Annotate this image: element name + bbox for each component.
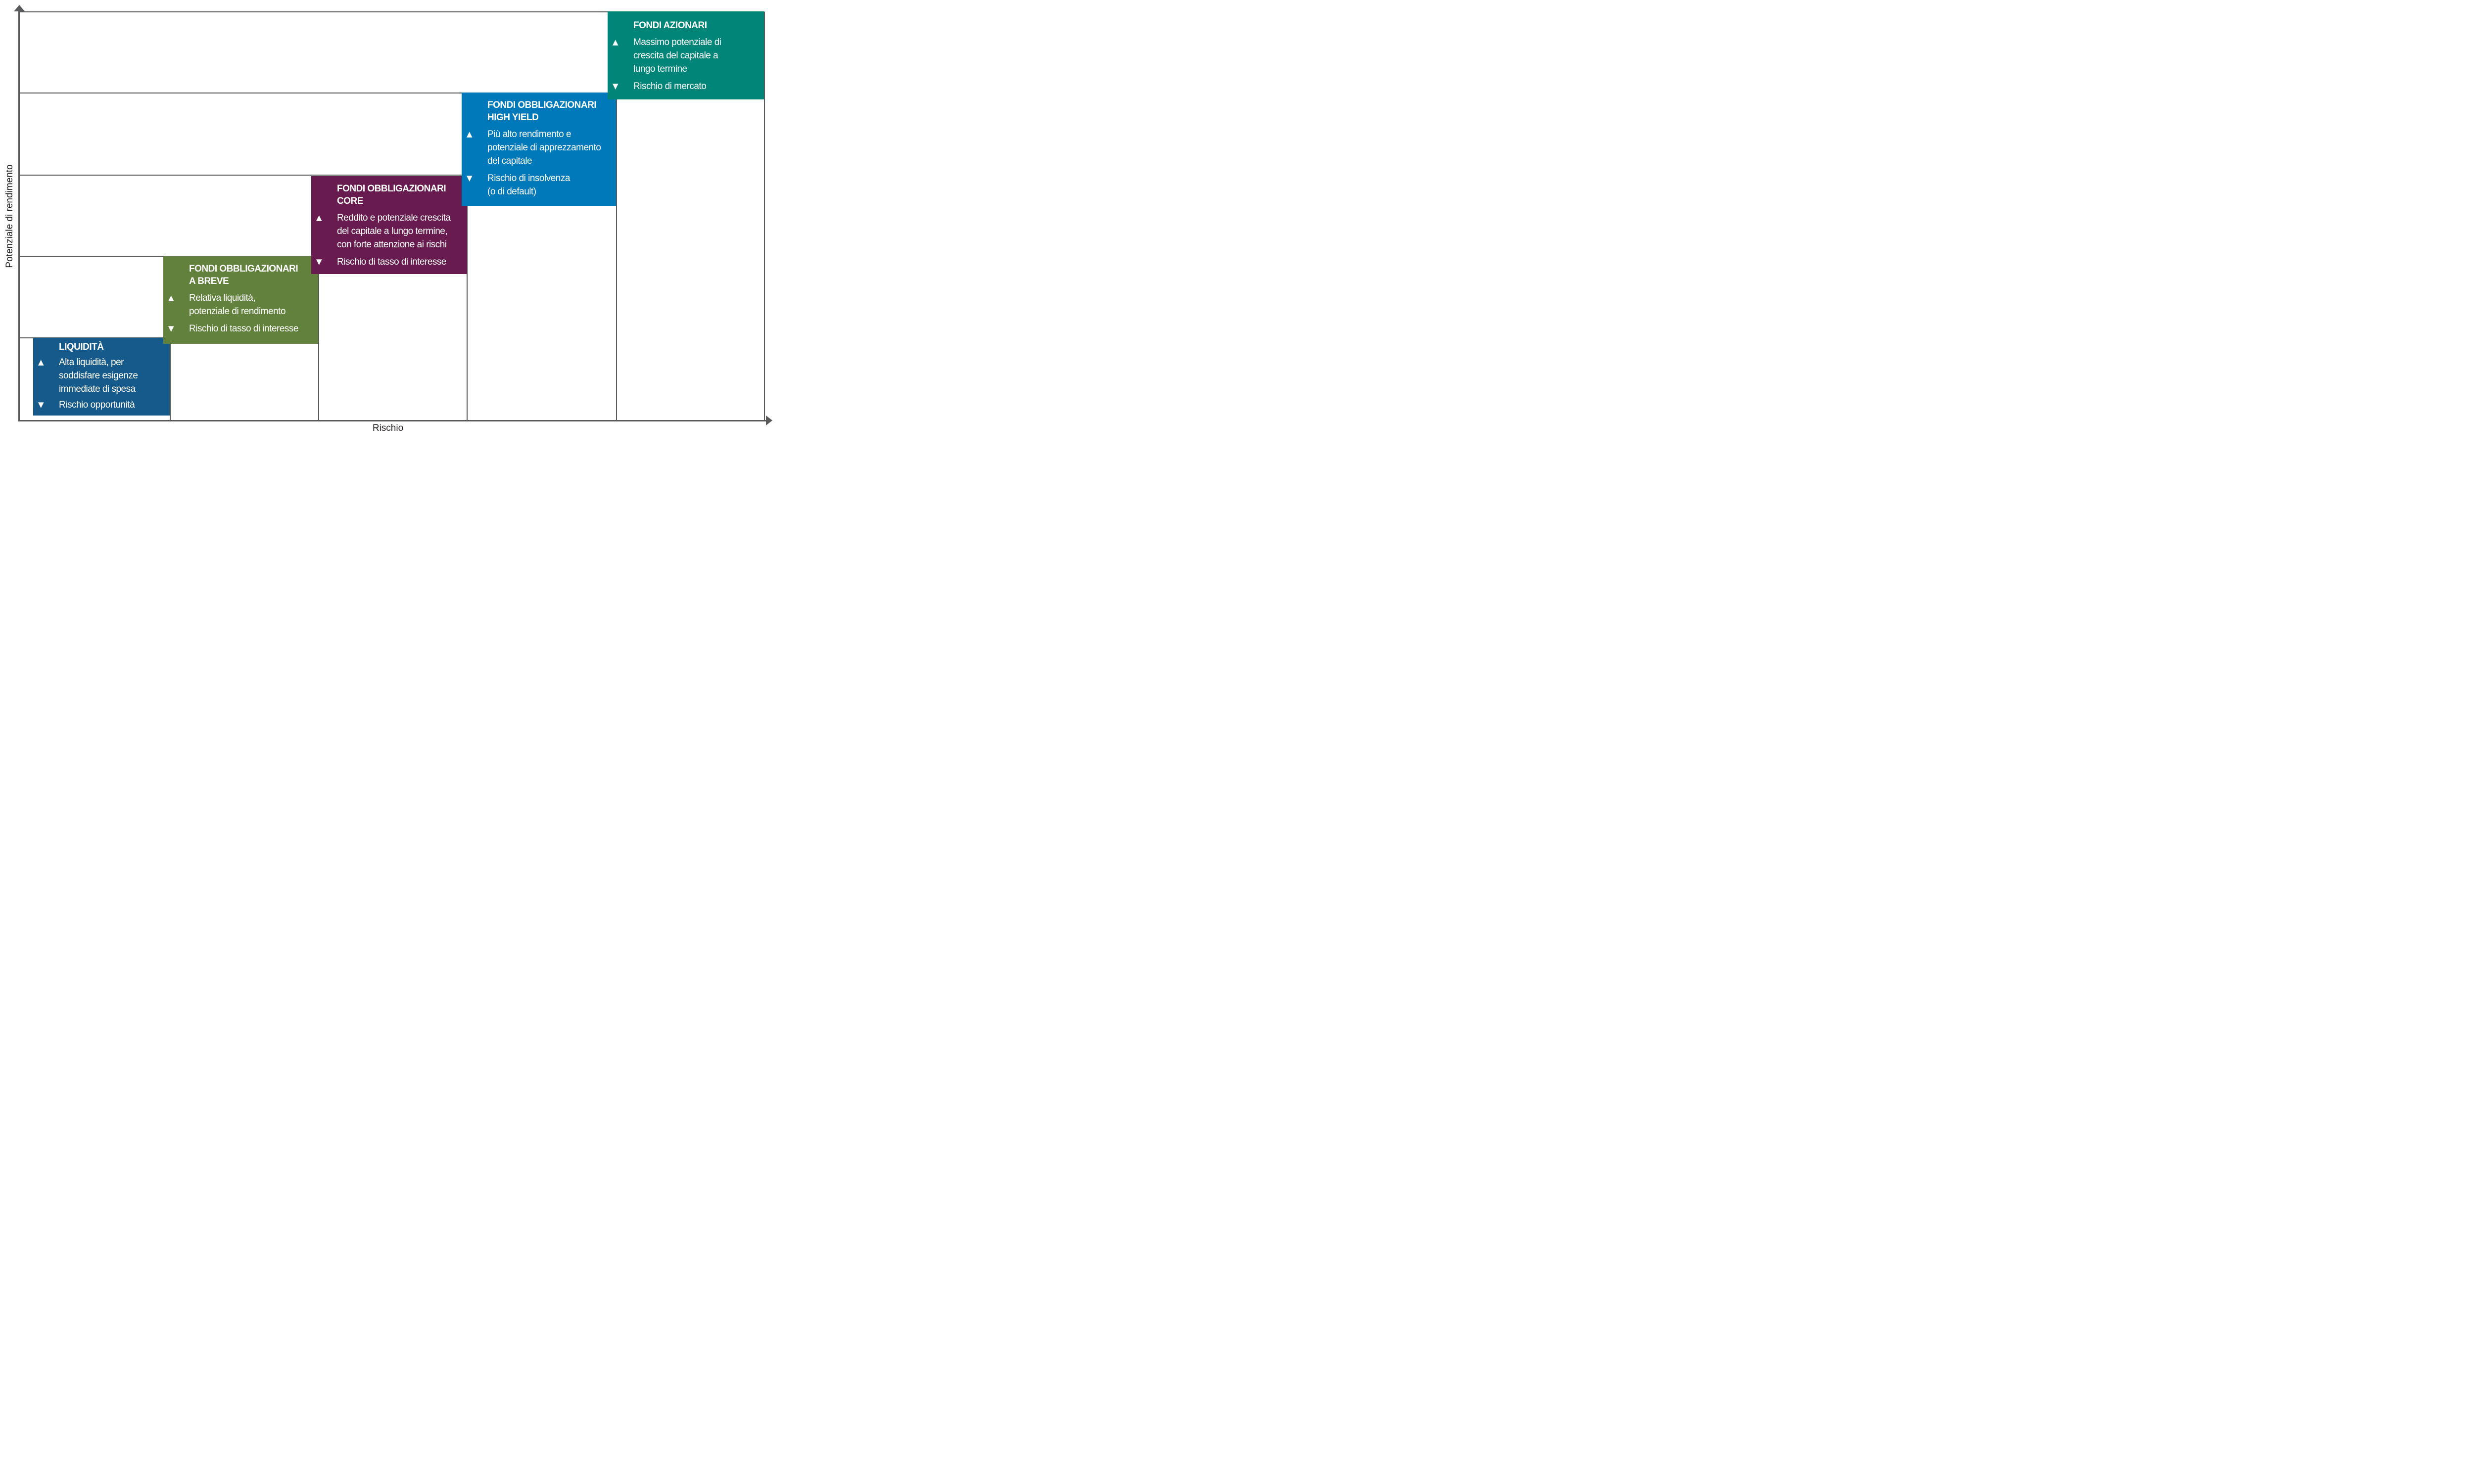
- triangle-up-icon: ▲: [613, 38, 618, 46]
- gridline-level-5: [19, 11, 764, 12]
- box-fondi-obbligazionari-high-yield: FONDI OBBLIGAZIONARI HIGH YIELD ▲ Più al…: [462, 93, 616, 206]
- triangle-down-icon: ▼: [316, 257, 322, 266]
- advantage-row: ▲ Reddito e potenziale crescita del capi…: [316, 211, 464, 251]
- risk-row: ▼ Rischio di tasso di interesse: [316, 255, 464, 269]
- x-axis-line: [18, 420, 766, 421]
- box-fondi-obbligazionari-core: FONDI OBBLIGAZIONARI CORE ▲ Reddito e po…: [311, 176, 467, 274]
- advantage-text: Relativa liquidità, potenziale di rendim…: [189, 293, 286, 317]
- triangle-down-icon: ▼: [168, 324, 174, 333]
- risk-text: Rischio di mercato: [633, 81, 707, 92]
- risk-row: ▼ Rischio opportunità: [38, 398, 167, 412]
- triangle-down-icon: ▼: [38, 400, 44, 409]
- step-riser-4: [616, 93, 617, 421]
- advantage-row: ▲ Massimo potenziale di crescita del cap…: [613, 36, 761, 76]
- y-axis-arrow-icon: [14, 5, 25, 11]
- risk-row: ▼ Rischio di mercato: [613, 80, 761, 93]
- x-axis-arrow-icon: [766, 416, 772, 425]
- box-title: FONDI AZIONARI: [633, 20, 707, 31]
- advantage-row: ▲ Alta liquidità, per soddisfare esigenz…: [38, 356, 167, 396]
- risk-row: ▼ Rischio di tasso di interesse: [168, 322, 315, 335]
- advantage-text: Più alto rendimento e potenziale di appr…: [487, 129, 601, 166]
- y-axis-line: [18, 10, 20, 421]
- box-liquidita: LIQUIDITÀ ▲ Alta liquidità, per soddisfa…: [33, 338, 170, 416]
- advantage-text: Massimo potenziale di crescita del capit…: [633, 37, 721, 74]
- triangle-up-icon: ▲: [316, 213, 322, 222]
- box-title: FONDI OBBLIGAZIONARI CORE: [337, 184, 446, 206]
- x-axis-label: Rischio: [372, 423, 404, 433]
- risk-row: ▼ Rischio di insolvenza (o di default): [467, 172, 613, 198]
- risk-text: Rischio di insolvenza (o di default): [487, 173, 570, 197]
- advantage-text: Alta liquidità, per soddisfare esigenze …: [59, 357, 138, 394]
- advantage-row: ▲ Relativa liquidità, potenziale di rend…: [168, 291, 315, 318]
- advantage-text: Reddito e potenziale crescita del capita…: [337, 213, 451, 250]
- step-riser-2: [318, 256, 319, 421]
- risk-text: Rischio di tasso di interesse: [337, 257, 447, 267]
- risk-text: Rischio opportunità: [59, 400, 135, 410]
- triangle-up-icon: ▲: [168, 293, 174, 302]
- box-title: FONDI OBBLIGAZIONARI A BREVE: [189, 264, 298, 286]
- triangle-down-icon: ▼: [467, 174, 473, 183]
- box-fondi-azionari: FONDI AZIONARI ▲ Massimo potenziale di c…: [608, 11, 764, 99]
- step-riser-1: [170, 338, 171, 421]
- risk-return-chart: Potenziale di rendimento Rischio LIQUIDI…: [0, 0, 776, 436]
- advantage-row: ▲ Più alto rendimento e potenziale di ap…: [467, 128, 613, 168]
- triangle-down-icon: ▼: [613, 82, 618, 91]
- gridline-level-3: [19, 175, 468, 176]
- box-fondi-obbligazionari-a-breve: FONDI OBBLIGAZIONARI A BREVE ▲ Relativa …: [163, 256, 318, 344]
- box-title: LIQUIDITÀ: [59, 342, 104, 352]
- box-title: FONDI OBBLIGAZIONARI HIGH YIELD: [487, 100, 597, 123]
- triangle-up-icon: ▲: [38, 358, 44, 367]
- risk-text: Rischio di tasso di interesse: [189, 324, 299, 334]
- y-axis-label: Potenziale di rendimento: [4, 164, 15, 268]
- step-riser-5: [764, 12, 765, 421]
- step-riser-3: [467, 175, 468, 421]
- triangle-up-icon: ▲: [467, 130, 473, 139]
